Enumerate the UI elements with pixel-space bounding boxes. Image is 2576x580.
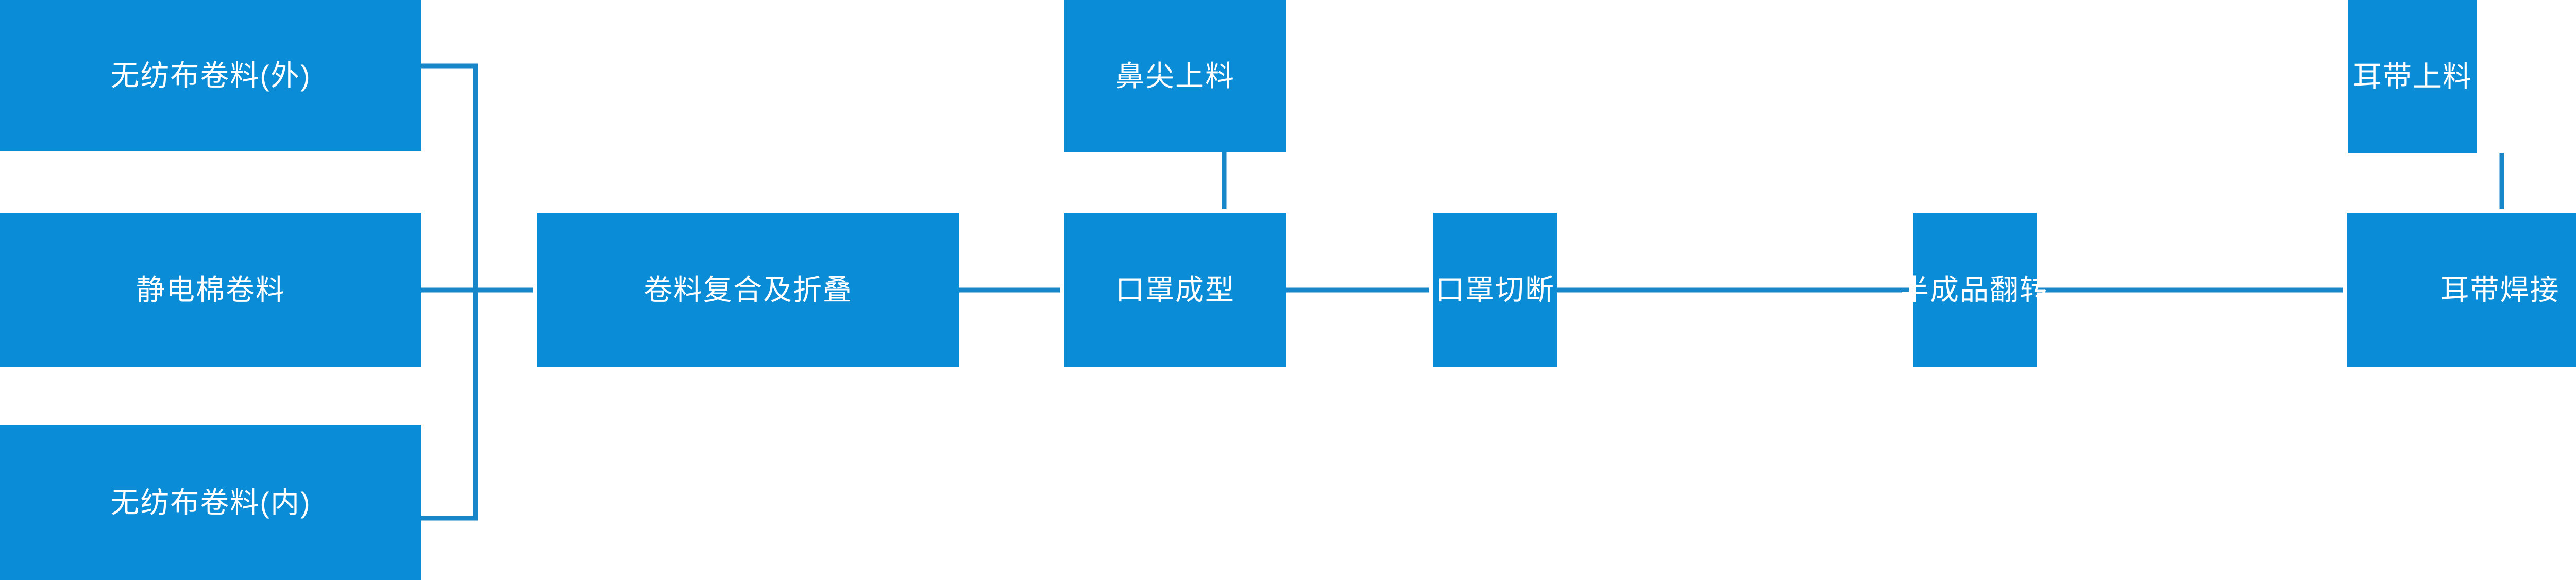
node-label: 耳带上料 xyxy=(2353,60,2472,93)
node-mask-forming[interactable]: 口罩成型 xyxy=(1064,213,1286,367)
node-nonwoven-inner[interactable]: 无纺布卷料(内) xyxy=(0,425,421,580)
node-laminate-fold[interactable]: 卷料复合及折叠 xyxy=(537,213,959,367)
node-nonwoven-outer[interactable]: 无纺布卷料(外) xyxy=(0,0,421,151)
node-label: 静电棉卷料 xyxy=(136,273,285,306)
node-label: 鼻尖上料 xyxy=(1115,60,1235,93)
connector-inner-to-bus xyxy=(421,290,478,521)
node-label: 卷料复合及折叠 xyxy=(643,273,853,306)
node-mask-cutting[interactable]: 口罩切断 xyxy=(1433,213,1557,367)
node-label: 口罩成型 xyxy=(1115,273,1235,306)
node-label: 口罩切断 xyxy=(1435,273,1555,306)
node-earloop-feed[interactable]: 耳带上料 xyxy=(2348,0,2477,153)
connector-outer-to-bus xyxy=(421,63,478,290)
node-semi-flip[interactable]: 半成品翻转 xyxy=(1900,213,2048,367)
node-label: 无纺布卷料(内) xyxy=(110,486,311,519)
node-label: 无纺布卷料(外) xyxy=(110,59,311,92)
node-nose-wire-feed[interactable]: 鼻尖上料 xyxy=(1064,0,1286,152)
node-label: 半成品翻转 xyxy=(1900,273,2049,306)
node-label: 耳带焊接 xyxy=(2440,273,2560,306)
node-earloop-weld[interactable]: 耳带焊接 xyxy=(2347,213,2576,367)
node-electrostatic-cotton[interactable]: 静电棉卷料 xyxy=(0,213,421,367)
